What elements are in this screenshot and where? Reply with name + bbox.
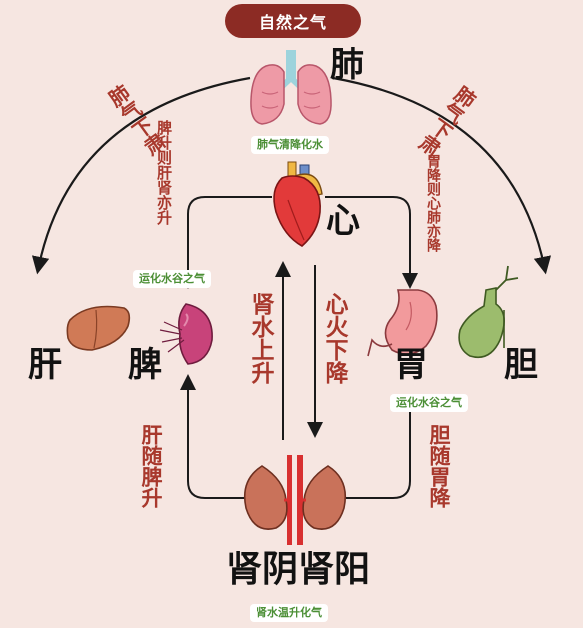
arrow-heart-to-stomach (325, 196, 418, 289)
flow-text-kidney-water-rise: 肾水上升 (247, 292, 273, 384)
line-stomach-to-kidney (346, 400, 411, 499)
kidney-icon (243, 455, 347, 545)
caption-spleen: 运化水谷之气 (133, 270, 211, 288)
caption-stomach: 运化水谷之气 (390, 394, 468, 412)
flow-text-stomach-descend: 胃降则心肺亦降 (425, 154, 441, 252)
flow-text-spleen-rise: 脾升则肝肾亦升 (155, 120, 173, 225)
title-badge: 自然之气 (225, 4, 361, 38)
organ-label-lung: 肺 (330, 45, 364, 85)
lung-icon (250, 50, 332, 125)
organ-label-gallbladder: 胆 (504, 345, 538, 385)
flow-text-heart-fire-descend: 心火下降 (321, 292, 347, 384)
arrow-lung-to-gallbladder (332, 76, 552, 275)
heart-icon (273, 161, 323, 247)
spleen-icon (159, 303, 213, 365)
organ-label-spleen: 脾 (128, 345, 162, 385)
gallbladder-icon (458, 265, 519, 359)
organ-label-heart: 心 (326, 201, 360, 241)
arrow-lung-to-liver (31, 76, 251, 275)
organ-label-liver: 肝 (28, 345, 62, 385)
liver-icon (66, 305, 131, 351)
organ-label-kidney: 肾阴肾阳 (226, 549, 371, 590)
caption-lung: 肺气清降化水 (251, 136, 329, 154)
organ-label-stomach: 胃 (394, 345, 428, 385)
caption-kidney: 肾水温升化气 (250, 604, 328, 622)
flow-text-gall-follow-stomach: 胆随胃降 (427, 424, 451, 508)
arrow-kidney-to-spleen (180, 374, 248, 499)
stomach-icon (367, 289, 438, 357)
flow-text-liver-follow-spleen: 肝随脾升 (139, 424, 163, 508)
arrow-heart-left-loop (180, 196, 272, 289)
